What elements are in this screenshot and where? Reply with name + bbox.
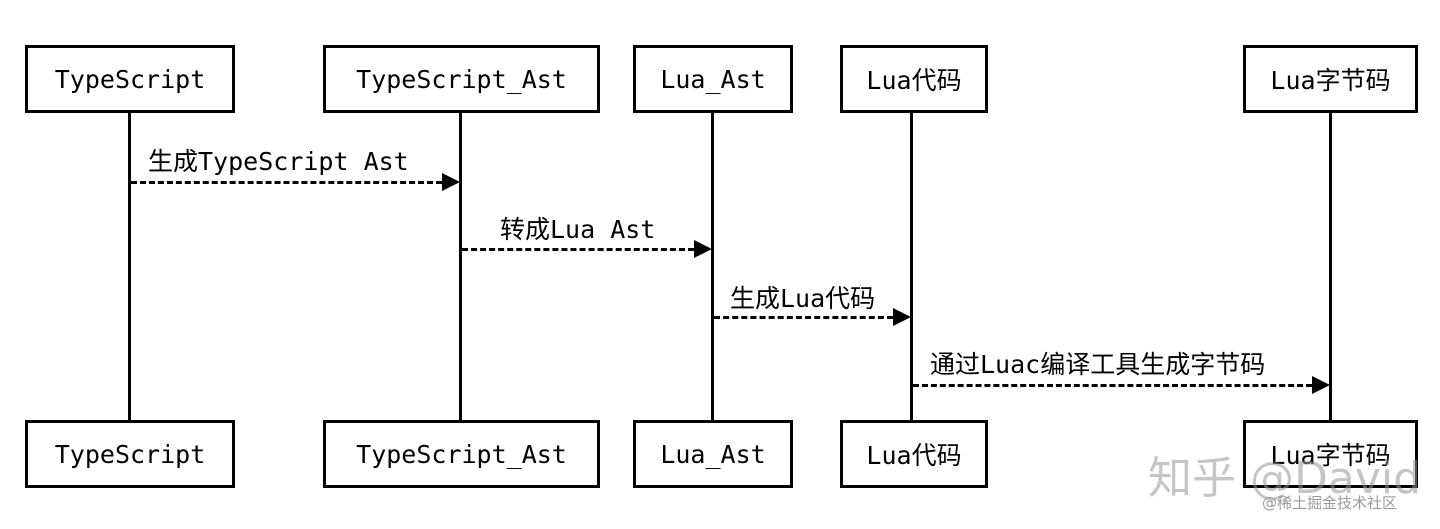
participant-lua-bytecode-top: Lua字节码 bbox=[1243, 45, 1418, 113]
message-arrow-1 bbox=[131, 167, 460, 197]
lifeline-typescript bbox=[128, 112, 131, 422]
participant-label: Lua_Ast bbox=[660, 64, 766, 94]
participant-typescript-ast-top: TypeScript_Ast bbox=[323, 45, 600, 113]
lifeline-typescript-ast bbox=[459, 112, 462, 422]
arrowhead-icon bbox=[442, 173, 460, 191]
message-arrow-2 bbox=[462, 234, 712, 264]
message-label-3: 生成Lua代码 bbox=[730, 284, 876, 313]
lifeline-lua-ast bbox=[711, 112, 714, 422]
participant-label: Lua字节码 bbox=[1270, 66, 1391, 95]
watermark-juejin: @稀土掘金技术社区 bbox=[1262, 494, 1398, 512]
arrowhead-icon bbox=[1312, 376, 1330, 394]
participant-label: Lua字节码 bbox=[1270, 441, 1391, 470]
dashed-line bbox=[913, 384, 1312, 387]
participant-label: TypeScript_Ast bbox=[356, 64, 567, 94]
message-arrow-3 bbox=[714, 302, 911, 332]
participant-lua-bytecode-bottom: Lua字节码 bbox=[1243, 420, 1418, 488]
message-label-2: 转成Lua Ast bbox=[500, 215, 656, 244]
message-label-1: 生成TypeScript Ast bbox=[148, 147, 409, 176]
arrowhead-icon bbox=[893, 308, 911, 326]
participant-lua-code-top: Lua代码 bbox=[840, 45, 988, 113]
participant-label: TypeScript bbox=[54, 64, 206, 94]
participant-lua-ast-top: Lua_Ast bbox=[633, 45, 793, 113]
participant-label: Lua代码 bbox=[866, 441, 962, 470]
message-label-4: 通过Luac编译工具生成字节码 bbox=[930, 350, 1266, 379]
participant-lua-ast-bottom: Lua_Ast bbox=[633, 420, 793, 488]
participant-typescript-top: TypeScript bbox=[25, 45, 235, 113]
lifeline-lua-bytecode bbox=[1329, 112, 1332, 422]
participant-label: TypeScript_Ast bbox=[356, 439, 567, 469]
dashed-line bbox=[714, 316, 893, 319]
dashed-line bbox=[131, 181, 442, 184]
lifeline-lua-code bbox=[910, 112, 913, 422]
message-arrow-4 bbox=[913, 370, 1330, 400]
participant-typescript-bottom: TypeScript bbox=[25, 420, 235, 488]
participant-label: TypeScript bbox=[54, 439, 206, 469]
participant-typescript-ast-bottom: TypeScript_Ast bbox=[323, 420, 600, 488]
arrowhead-icon bbox=[694, 240, 712, 258]
participant-lua-code-bottom: Lua代码 bbox=[840, 420, 988, 488]
participant-label: Lua代码 bbox=[866, 66, 962, 95]
participant-label: Lua_Ast bbox=[660, 439, 766, 469]
watermark-zhihu: 知乎 @David bbox=[1148, 453, 1422, 504]
dashed-line bbox=[462, 248, 694, 251]
